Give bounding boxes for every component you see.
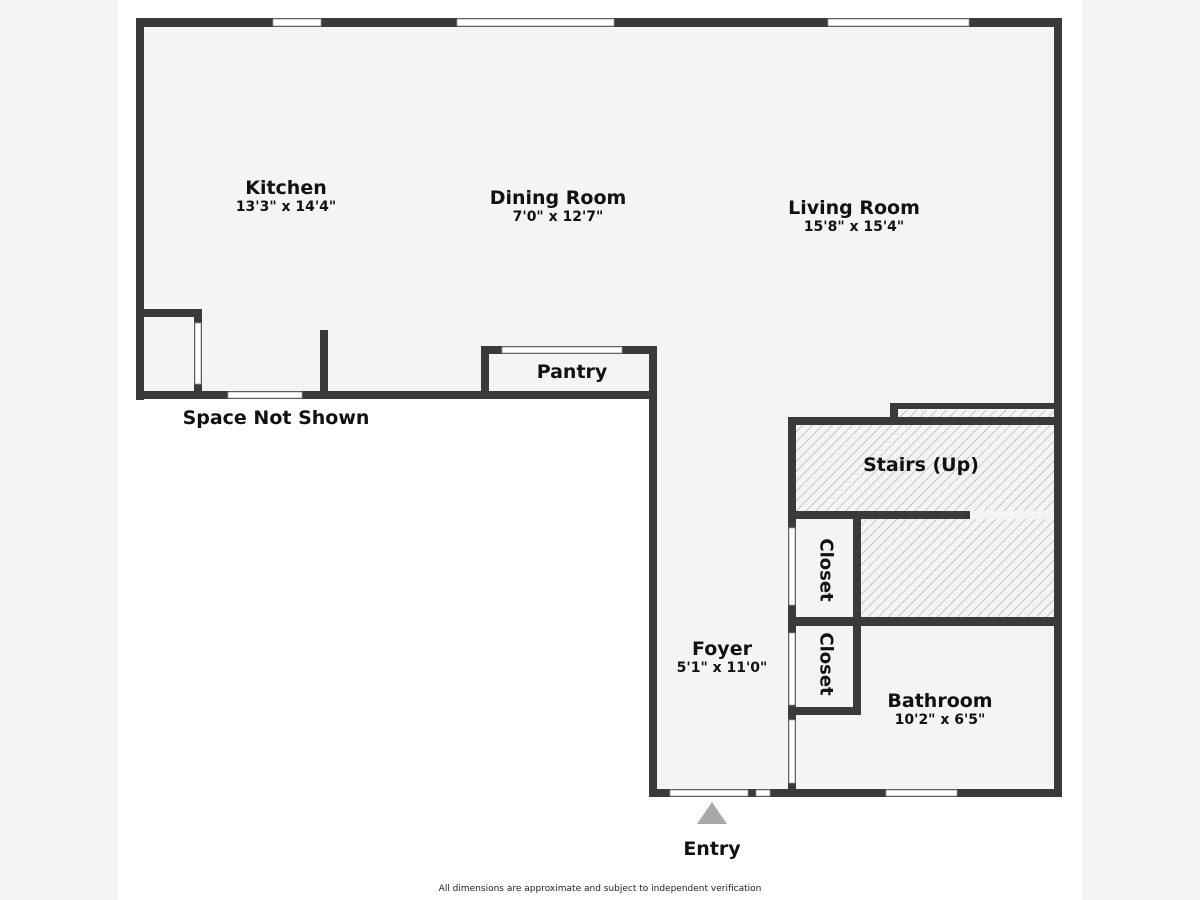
room-kitchen: Kitchen 13'3" x 14'4": [236, 177, 336, 215]
room-pantry: Pantry: [537, 361, 608, 383]
room-dining: Dining Room 7'0" x 12'7": [490, 187, 627, 225]
doorway: [788, 719, 796, 784]
stairs-hatch: [796, 410, 1054, 617]
doorway: [788, 527, 796, 606]
entry-door: [669, 789, 749, 797]
window: [227, 391, 303, 399]
room-name: Space Not Shown: [182, 407, 370, 429]
disclaimer-note: All dimensions are approximate and subje…: [438, 884, 762, 894]
floor-main: [140, 22, 1058, 395]
room-dims: 15'8" x 15'4": [803, 219, 905, 235]
window: [456, 18, 615, 27]
room-name: Bathroom: [887, 690, 993, 712]
space-not-shown-label: Space Not Shown: [183, 407, 370, 429]
entry-arrow-icon: [697, 802, 727, 824]
room-bathroom: Bathroom 10'2" x 6'5": [887, 690, 992, 728]
room-dims: 5'1" x 11'0": [676, 660, 768, 676]
room-name: Kitchen: [245, 177, 327, 199]
room-name: Entry: [683, 838, 741, 860]
room-closet-lower: Closet: [815, 632, 837, 696]
doorway: [788, 632, 796, 706]
room-dims: 13'3" x 14'4": [235, 199, 337, 215]
room-dims: 7'0" x 12'7": [512, 209, 604, 225]
room-name: Dining Room: [489, 187, 627, 209]
room-living: Living Room 15'8" x 15'4": [788, 197, 920, 235]
window: [501, 346, 623, 354]
room-name: Pantry: [536, 361, 608, 383]
windows: [194, 18, 970, 797]
room-foyer: Foyer 5'1" x 11'0": [677, 638, 768, 676]
room-name: Living Room: [788, 197, 920, 219]
window: [755, 789, 771, 797]
room-stairs: Stairs (Up): [863, 454, 979, 476]
room-dims: 10'2" x 6'5": [894, 712, 986, 728]
entry-label: Entry: [683, 838, 740, 860]
window: [827, 18, 970, 27]
room-name: Stairs (Up): [863, 454, 979, 476]
window: [885, 789, 958, 797]
room-name: Foyer: [692, 638, 752, 660]
doorway: [194, 322, 202, 385]
room-closet-upper: Closet: [815, 538, 837, 602]
window: [272, 18, 322, 27]
